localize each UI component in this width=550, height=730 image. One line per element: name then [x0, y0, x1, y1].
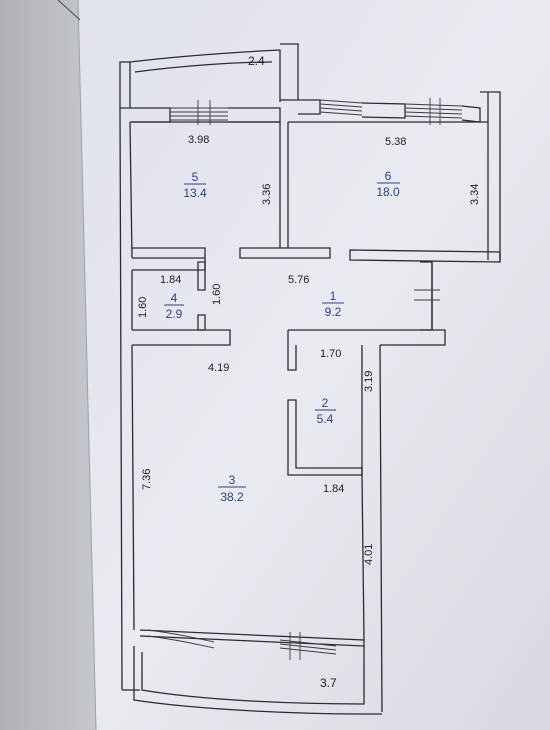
room-5-area: 13.4 — [183, 186, 207, 200]
room-1-area: 9.2 — [325, 305, 342, 319]
dim-1-84-top: 1.84 — [160, 274, 181, 286]
room-2-number: 2 — [322, 396, 329, 410]
dim-1-70: 1.70 — [320, 348, 341, 360]
room-6-area: 18.0 — [376, 185, 400, 199]
dim-5-76: 5.76 — [288, 274, 309, 286]
room-4-label: 4 2.9 — [164, 291, 184, 321]
dim-3-36: 3.36 — [261, 184, 273, 205]
dim-1-60-left: 1.60 — [137, 297, 149, 318]
room-1-number: 1 — [330, 289, 337, 303]
room-4-area: 2.9 — [166, 307, 183, 321]
room-6-number: 6 — [385, 169, 392, 183]
dim-3-34: 3.34 — [469, 184, 481, 205]
room-3-label: 3 38.2 — [218, 473, 246, 504]
room-3-number: 3 — [229, 473, 236, 487]
room-5-number: 5 — [192, 170, 199, 184]
page-edge — [77, 0, 97, 730]
balcony-top-area: 2.4 — [248, 54, 265, 68]
room-4-number: 4 — [171, 291, 178, 305]
dim-1-84-bottom: 1.84 — [323, 483, 344, 495]
room-6-label: 6 18.0 — [376, 169, 400, 199]
room-2-label: 2 5.4 — [315, 396, 336, 426]
outer-walls — [119, 43, 501, 715]
dim-4-19: 4.19 — [208, 362, 229, 374]
room-2-area: 5.4 — [317, 412, 334, 426]
dimension-labels: 3.98 5.38 3.36 3.34 1.84 1.60 1.60 5.76 … — [137, 134, 481, 565]
dim-1-60-right: 1.60 — [211, 284, 223, 305]
room-5-label: 5 13.4 — [183, 170, 207, 200]
balcony-bottom-area: 3.7 — [320, 676, 337, 690]
paper-sheet — [78, 0, 550, 730]
pen-line — [57, 0, 81, 21]
room-3-area: 38.2 — [220, 490, 244, 504]
dim-7-36: 7.36 — [141, 469, 153, 490]
dim-3-19: 3.19 — [363, 371, 375, 392]
dim-4-01: 4.01 — [363, 544, 375, 565]
room-labels: 5 13.4 6 18.0 4 2.9 1 9.2 2 5.4 3 38.2 — [164, 169, 400, 504]
room-1-label: 1 9.2 — [322, 289, 344, 319]
dim-3-98: 3.98 — [188, 134, 209, 146]
dim-5-38: 5.38 — [385, 136, 406, 148]
